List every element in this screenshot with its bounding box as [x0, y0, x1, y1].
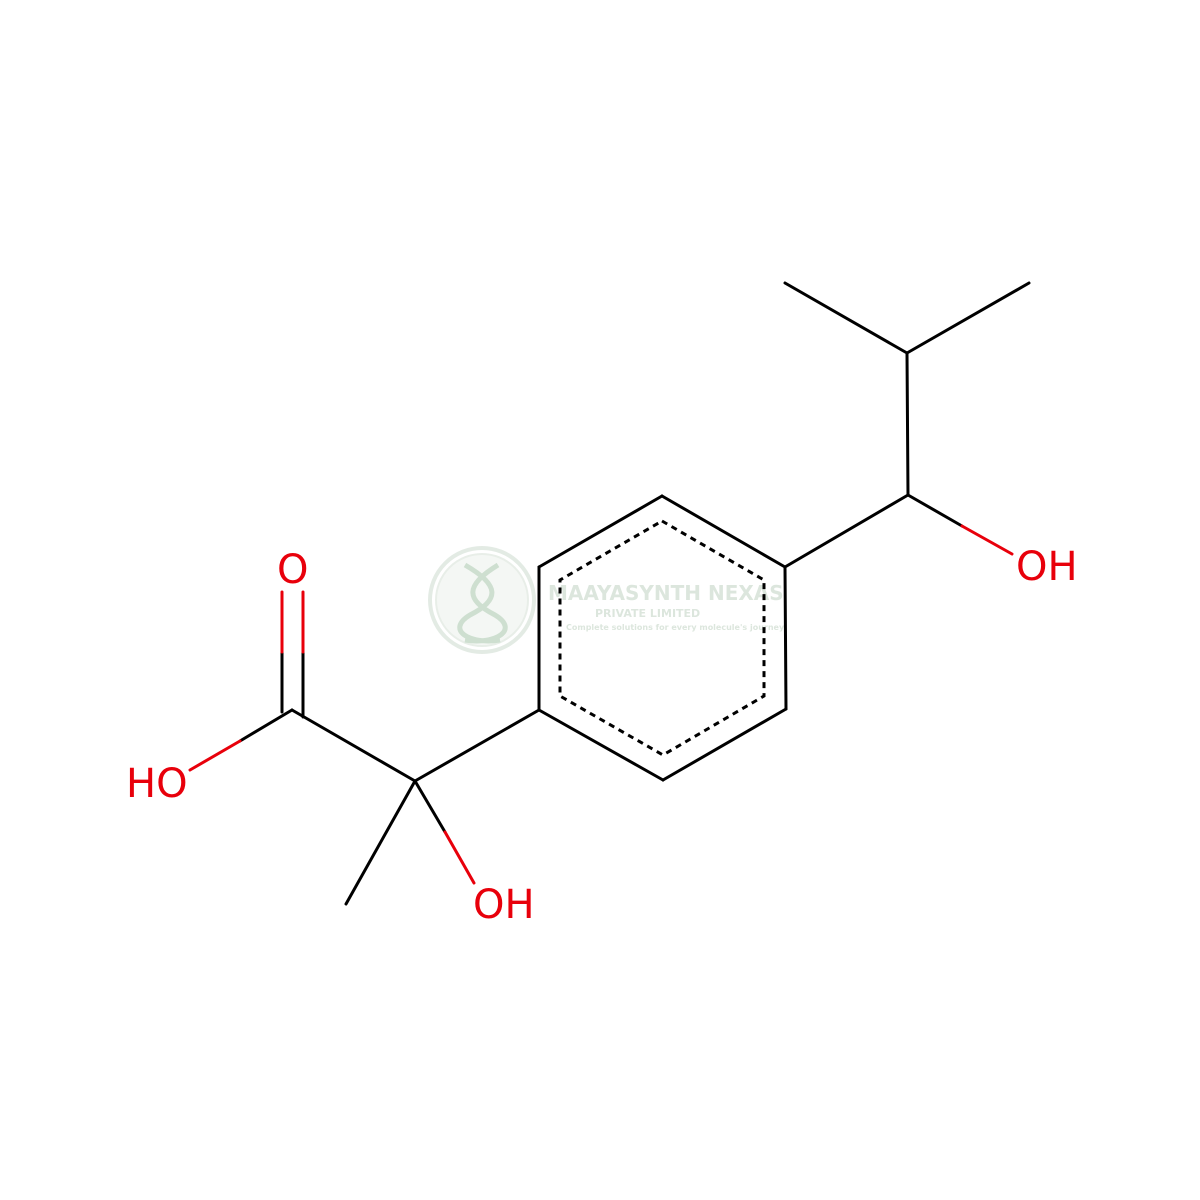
hydroxy-acid-group: OH O HO	[126, 547, 541, 928]
atom-label-carbonyl-o: O	[277, 547, 308, 593]
watermark-tagline: Complete solutions for every molecule's …	[566, 623, 785, 632]
bond-ch-to-methyl-right	[905, 281, 1031, 355]
bond-calpha-to-o-red	[443, 830, 476, 885]
watermark: MAAYASYNTH NEXAS PRIVATE LIMITED Complet…	[428, 546, 785, 654]
ring-bond	[537, 708, 665, 782]
bond-choh-to-ch	[905, 351, 910, 497]
watermark-subtitle: PRIVATE LIMITED	[595, 607, 700, 620]
ring-bond	[660, 494, 787, 569]
watermark-logo-inner	[435, 553, 529, 647]
dna-helix-icon	[457, 562, 508, 644]
bond-calpha-to-o	[413, 779, 447, 834]
bond-calpha-to-methyl	[344, 779, 417, 906]
hydroxy-isobutyl-group: OH	[783, 281, 1078, 590]
atom-label-acid-oh: HO	[126, 761, 188, 807]
ring-bond	[783, 565, 788, 711]
atom-label-benzylic-oh: OH	[1016, 544, 1078, 590]
bond-choh-to-o-red	[960, 524, 1014, 556]
watermark-logo-ring	[428, 546, 536, 654]
bond-ch-to-methyl-left	[783, 281, 909, 355]
bond-ring-to-choh	[783, 493, 910, 569]
aromatic-circle	[558, 519, 766, 757]
bond-carboxyl-to-oh-red	[188, 739, 242, 772]
watermark-company: MAAYASYNTH NEXAS	[548, 581, 784, 605]
bond-ring-to-calpha	[413, 708, 541, 783]
bond-carboxyl-to-oh	[238, 708, 294, 743]
benzene-ring	[537, 494, 788, 782]
atom-label-alpha-oh: OH	[473, 882, 535, 928]
ring-bond	[537, 494, 664, 569]
bond-calpha-to-carboxyl	[290, 708, 417, 783]
ring-bond	[661, 707, 788, 782]
bond-choh-to-o	[906, 493, 964, 528]
